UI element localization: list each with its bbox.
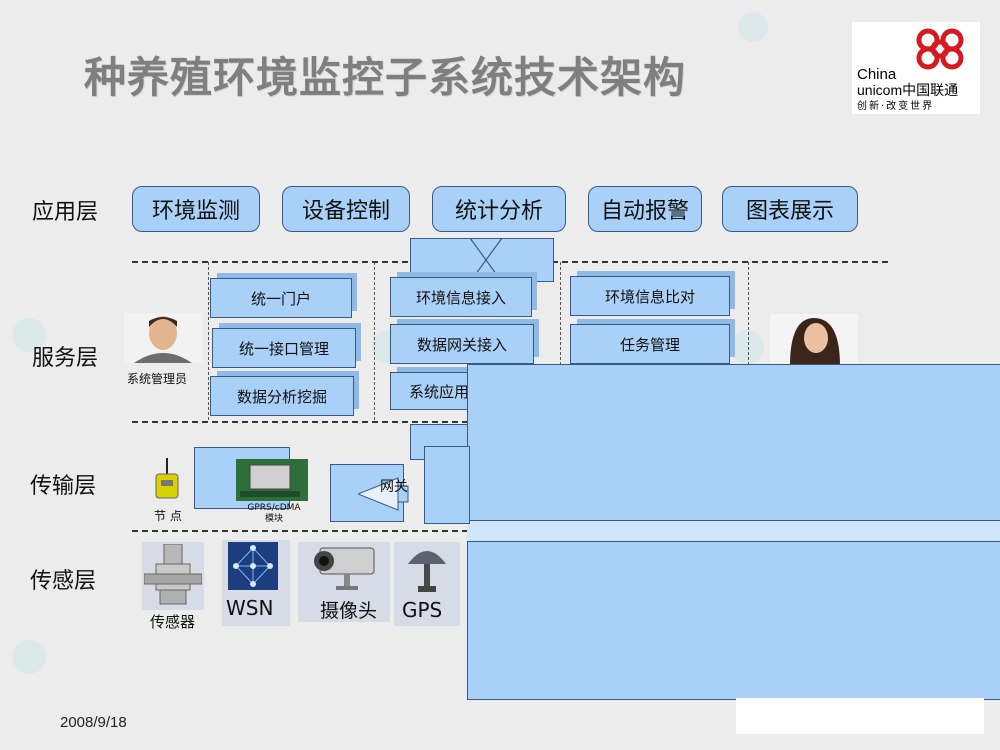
gateway-label: 网关 <box>380 479 408 495</box>
node-label: 节 点 <box>154 509 182 523</box>
column-divider <box>560 262 561 420</box>
column-divider <box>374 262 375 420</box>
cross-connector-icon <box>469 238 503 282</box>
overlay-white-strip <box>736 698 984 734</box>
overlay-band <box>467 520 1000 542</box>
logo-slogan: 创新·改变世界 <box>857 101 935 112</box>
service-interface-mgmt: 统一接口管理 <box>212 328 356 368</box>
layer-label-service: 服务层 <box>32 346 99 371</box>
app-button-device-control[interactable]: 设备控制 <box>282 186 410 232</box>
app-button-chart-display[interactable]: 图表展示 <box>722 186 858 232</box>
slide-date: 2008/9/18 <box>60 714 127 731</box>
admin-label: 系统管理员 <box>127 372 188 386</box>
service-system-app: 系统应用 <box>390 372 470 410</box>
app-button-env-monitor[interactable]: 环境监测 <box>132 186 260 232</box>
sensor-node-icon <box>155 458 179 499</box>
unicom-knot-icon <box>916 28 964 70</box>
logo-text-china: China <box>857 66 897 83</box>
watermark-flower <box>12 318 46 352</box>
gprs-module-label-2: 模块 <box>264 514 283 524</box>
service-data-mining: 数据分析挖掘 <box>210 376 354 416</box>
column-divider <box>748 262 749 420</box>
china-unicom-logo: China unicom中国联通 创新·改变世界 <box>852 22 980 114</box>
wsn-network-icon <box>228 542 278 590</box>
watermark-flower <box>12 640 46 674</box>
sensor-label: 传感器 <box>150 613 196 631</box>
logo-text-unicom: unicom中国联通 <box>857 82 959 98</box>
watermark-flower <box>730 330 764 364</box>
app-button-stat-analysis[interactable]: 统计分析 <box>432 186 566 232</box>
service-data-gateway: 数据网关接入 <box>390 324 534 364</box>
stack-box <box>424 446 470 524</box>
layer-label-app: 应用层 <box>32 200 99 225</box>
gateway-arrow-icon <box>358 477 409 511</box>
gps-antenna-icon <box>408 551 446 592</box>
camera-icon <box>314 547 375 590</box>
watermark-flower <box>738 12 768 42</box>
app-button-auto-alarm[interactable]: 自动报警 <box>588 186 702 232</box>
layer-label-sensing: 传感层 <box>30 569 97 594</box>
wsn-label: WSN <box>226 596 274 620</box>
column-divider <box>208 262 209 420</box>
service-unified-portal: 统一门户 <box>210 278 352 318</box>
service-env-info-compare: 环境信息比对 <box>570 276 730 316</box>
service-env-info-access: 环境信息接入 <box>390 277 532 317</box>
layer-label-transport: 传输层 <box>30 474 97 499</box>
camera-label: 摄像头 <box>320 600 378 622</box>
gprs-module-label-1: GPRS/cDMA <box>247 503 301 513</box>
gprs-module-icon <box>236 459 308 501</box>
valve-sensor-icon <box>144 544 202 605</box>
admin-avatar <box>124 313 202 363</box>
gps-label: GPS <box>402 598 443 622</box>
service-task-mgmt: 任务管理 <box>570 324 730 364</box>
page-title: 种养殖环境监控子系统技术架构 <box>84 53 687 102</box>
user-avatar <box>770 314 858 366</box>
